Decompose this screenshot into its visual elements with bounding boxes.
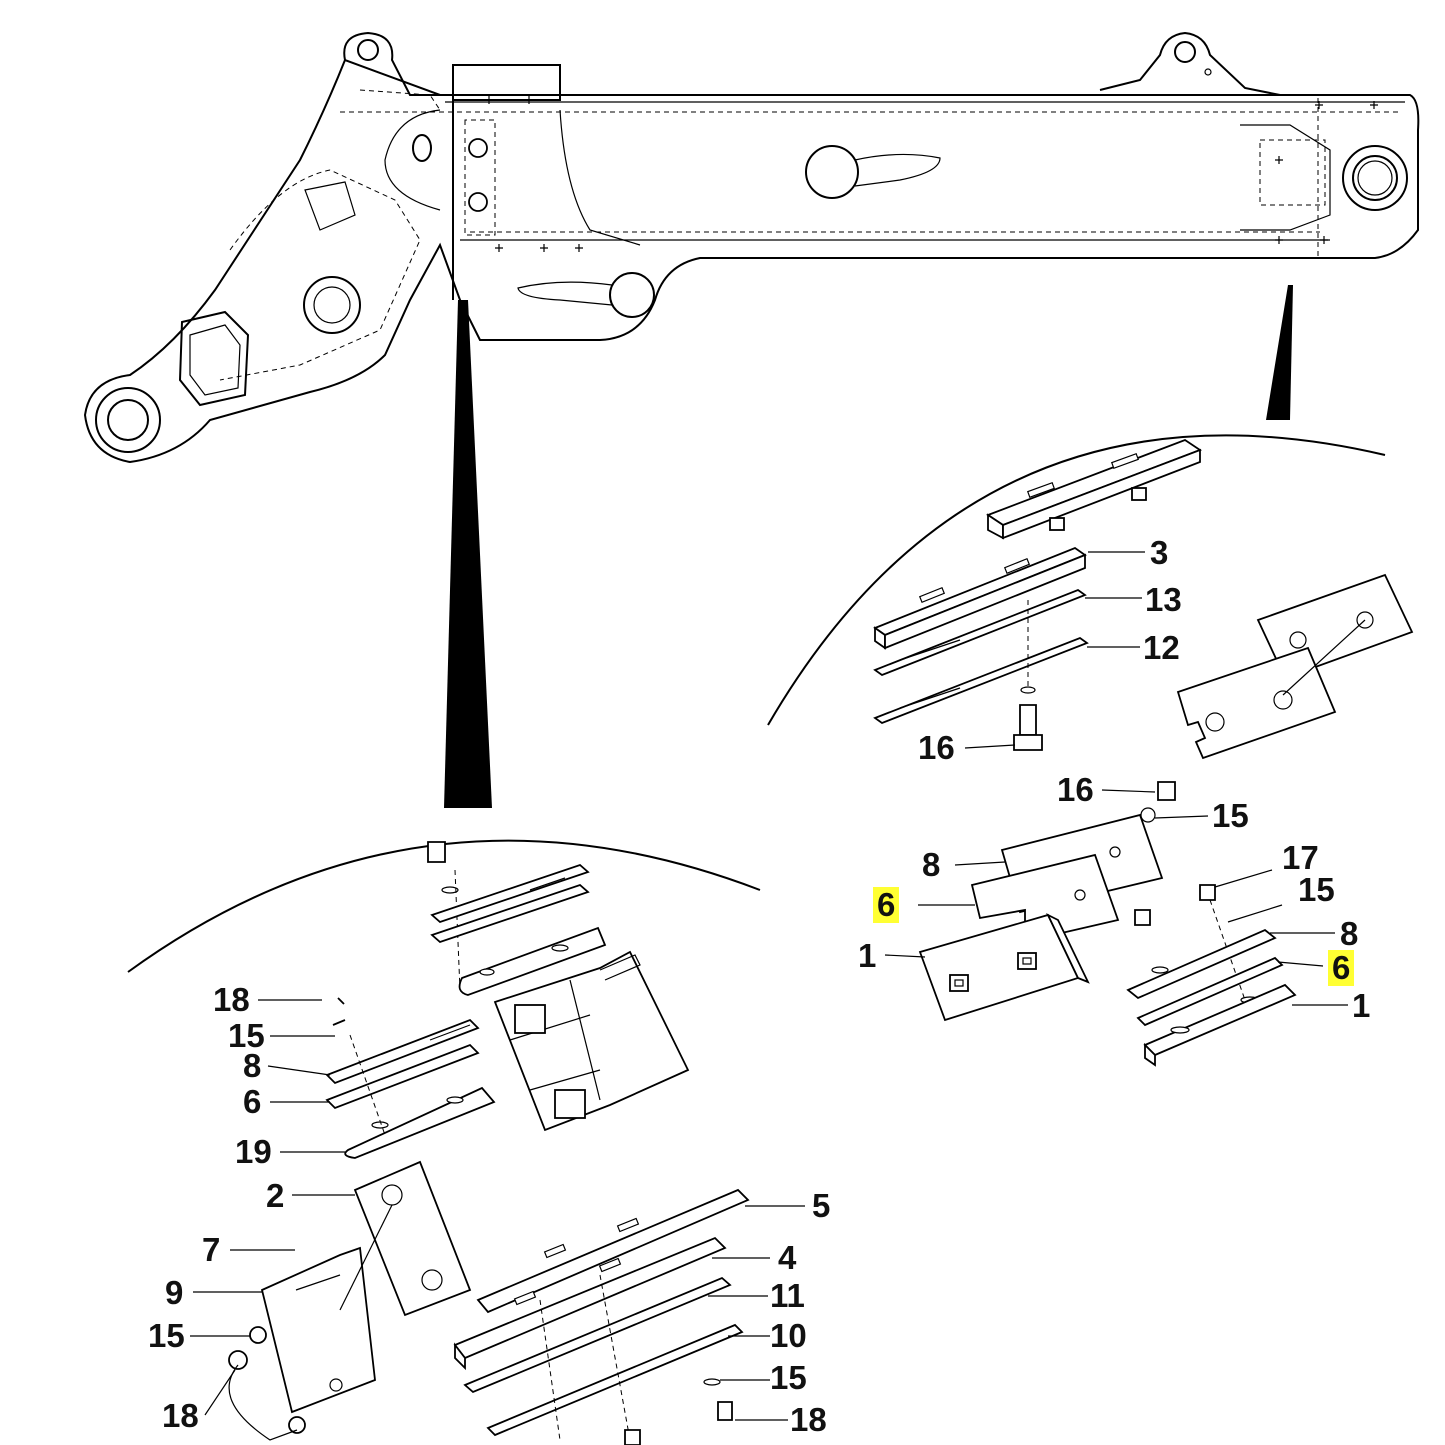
callout-15-right-mid: 15: [1298, 871, 1335, 908]
callout-12: 12: [1143, 629, 1180, 666]
callout-11: 11: [770, 1277, 805, 1314]
callout-8-right: 8: [922, 846, 941, 883]
boom-arm: [83, 31, 1420, 464]
callout-15-left-bottom: 15: [148, 1317, 185, 1354]
callout-4: 4: [778, 1239, 797, 1276]
callout-6-left: 6: [243, 1083, 262, 1120]
callout-6-highlighted-right: 6: [1328, 950, 1355, 986]
left-assembly: [228, 841, 750, 1445]
callout-1-right: 1: [858, 937, 877, 974]
callout-17: 17: [1282, 839, 1319, 876]
leader-lines: [190, 551, 1348, 1421]
callout-2: 2: [266, 1177, 285, 1214]
callout-5: 5: [812, 1187, 831, 1224]
callout-15-bottom: 15: [770, 1359, 807, 1396]
callout-8-far-right: 8: [1340, 915, 1359, 952]
callout-9: 9: [165, 1274, 184, 1311]
callout-8-left: 8: [243, 1047, 262, 1084]
callout-15-right-top: 15: [1212, 797, 1249, 834]
callout-3: 3: [1150, 534, 1169, 571]
right-lower-assembly: [918, 781, 1297, 1067]
callout-16-lower: 16: [1057, 771, 1094, 808]
callout-6-highlighted-left: 6: [873, 887, 900, 923]
callout-18-left-top: 18: [213, 981, 250, 1018]
callout-18-left-bottom: 18: [162, 1397, 199, 1434]
callout-10: 10: [770, 1317, 807, 1354]
callout-18-bottom: 18: [790, 1401, 827, 1438]
callout-13: 13: [1145, 581, 1182, 618]
callout-1-far-right: 1: [1352, 987, 1371, 1024]
callout-16-upper: 16: [918, 729, 955, 766]
detail-projection: [127, 285, 1386, 973]
callout-15-left-top: 15: [228, 1017, 265, 1054]
callout-19: 19: [235, 1133, 272, 1170]
right-upper-assembly: [873, 438, 1414, 760]
callout-7: 7: [202, 1231, 221, 1268]
